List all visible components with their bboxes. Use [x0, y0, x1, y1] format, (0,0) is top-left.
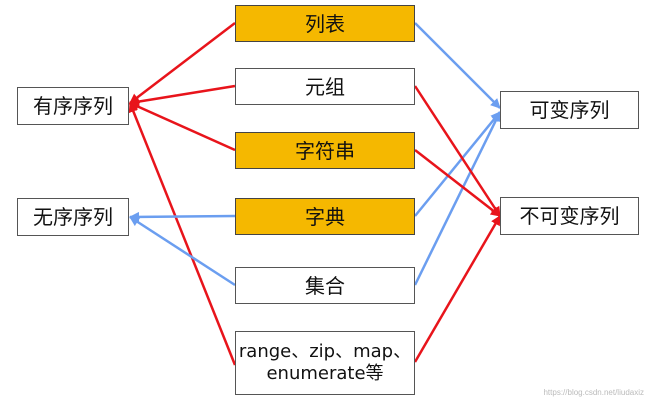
- type-tuple-box: 元组: [235, 68, 415, 105]
- type-range-zip-map-enumerate-box: range、zip、map、enumerate等: [235, 331, 415, 395]
- mutable-sequence-box: 可变序列: [500, 91, 639, 129]
- arrow-range-to-ordered: [128, 102, 237, 366]
- arrow-dict-to-unordered: [129, 211, 236, 222]
- arrow-list-to-ordered: [129, 22, 236, 104]
- type-set-box: 集合: [235, 267, 415, 304]
- arrow-set-to-mutable: [413, 111, 502, 286]
- ordered-sequence-box: 有序序列: [17, 87, 129, 125]
- type-dict-box: 字典: [235, 198, 415, 235]
- arrow-dict-to-mutable: [414, 111, 501, 217]
- arrow-tuple-to-immutable: [413, 85, 502, 217]
- arrow-set-to-unordered: [129, 215, 236, 287]
- arrow-list-to-mutable: [414, 22, 501, 109]
- arrow-tuple-to-ordered: [129, 84, 236, 107]
- watermark: https://blog.csdn.net/liudaxiz: [543, 388, 644, 397]
- unordered-sequence-box: 无序序列: [17, 198, 129, 236]
- type-list-box: 列表: [235, 5, 415, 42]
- arrow-str-to-immutable: [414, 149, 501, 217]
- arrow-str-to-ordered: [129, 101, 236, 152]
- immutable-sequence-box: 不可变序列: [500, 197, 639, 235]
- type-string-box: 字符串: [235, 132, 415, 169]
- arrow-range-to-immutable: [413, 215, 502, 363]
